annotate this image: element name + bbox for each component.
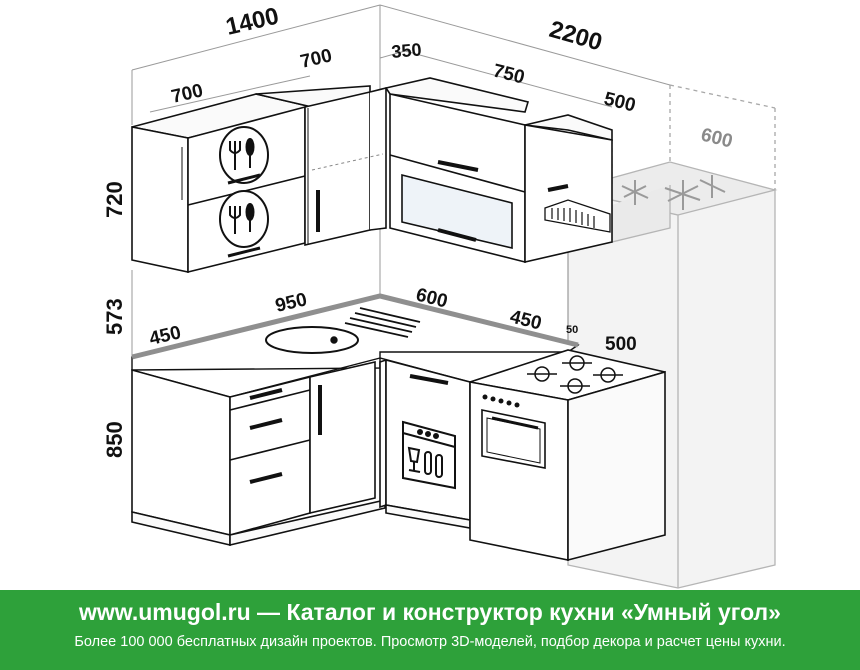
stove-knobs xyxy=(482,394,520,408)
dim-gap-50: 50 xyxy=(566,324,578,336)
cutlery-plate-icon xyxy=(219,190,269,258)
banner-title[interactable]: www.umugol.ru — Каталог и конструктор ку… xyxy=(79,599,781,625)
glass-panel xyxy=(401,173,513,250)
sink xyxy=(265,326,359,354)
countertop-edge xyxy=(131,293,579,360)
hood-cabinet xyxy=(524,124,613,264)
base-cabinets-left xyxy=(131,360,386,547)
wall-cabinets-left xyxy=(131,85,387,274)
dim-fridge-600: 600 xyxy=(699,124,735,152)
base-cabinets-right xyxy=(379,358,471,529)
cutlery-plate-icon xyxy=(219,126,269,185)
oven-door xyxy=(481,409,546,469)
dishwasher-icon xyxy=(402,420,456,490)
snowflake-icon xyxy=(621,175,726,210)
dim-height-720: 720 xyxy=(102,181,127,218)
footer-banner: www.umugol.ru — Каталог и конструктор ку… xyxy=(0,590,860,670)
dimension-guides xyxy=(131,4,671,560)
wall-cabinets-right xyxy=(384,77,613,264)
kitchen-drawing: 1400 700 700 350 2200 750 500 600 720 57… xyxy=(102,3,778,589)
dim-height-573: 573 xyxy=(102,298,127,335)
dim-total-left: 1400 xyxy=(223,3,281,41)
burner-icon xyxy=(527,355,623,394)
wall-cabinet-front xyxy=(131,126,189,273)
dim-left-700-a: 700 xyxy=(169,80,205,108)
stove xyxy=(469,349,666,562)
dim-cabinet-750: 750 xyxy=(491,60,527,88)
dim-cabinet-500: 500 xyxy=(602,88,638,116)
dim-total-right: 2200 xyxy=(546,16,605,57)
dim-corner-350: 350 xyxy=(391,39,423,62)
drainboard xyxy=(344,307,421,338)
drawer-handle xyxy=(249,388,283,484)
banner-subtitle: Более 100 000 бесплатных дизайн проектов… xyxy=(74,634,786,650)
dim-left-700-b: 700 xyxy=(298,45,334,73)
dim-height-850: 850 xyxy=(102,421,127,458)
dim-stove-500: 500 xyxy=(605,334,637,355)
